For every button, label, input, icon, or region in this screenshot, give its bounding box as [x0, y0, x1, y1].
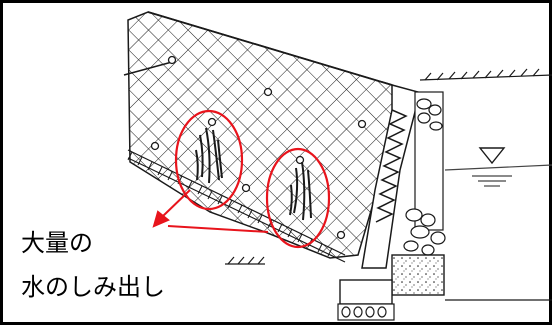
callout-arrows: [152, 189, 269, 233]
seepage-streaks-left: [195, 127, 223, 184]
seepage-highlight-left: [174, 109, 244, 211]
footing-block: [339, 279, 393, 305]
seepage-highlight-right: [265, 147, 331, 249]
rock-fill-column: [403, 91, 446, 256]
water-surface: [444, 164, 552, 187]
seepage-streaks-right: [289, 161, 312, 221]
foundation-piles: [337, 303, 395, 321]
annotation-line-1: 大量の: [21, 229, 93, 257]
concrete-base-block: [391, 254, 445, 296]
embankment-top-slope: [147, 11, 393, 86]
annotation-line-2: 水のしみ出し: [21, 273, 165, 301]
survey-point-markers: [150, 55, 367, 240]
anchor-wire: [123, 61, 173, 76]
ground-hatching: [225, 68, 552, 301]
inverted-triangle-water-level-icon: [478, 147, 506, 165]
